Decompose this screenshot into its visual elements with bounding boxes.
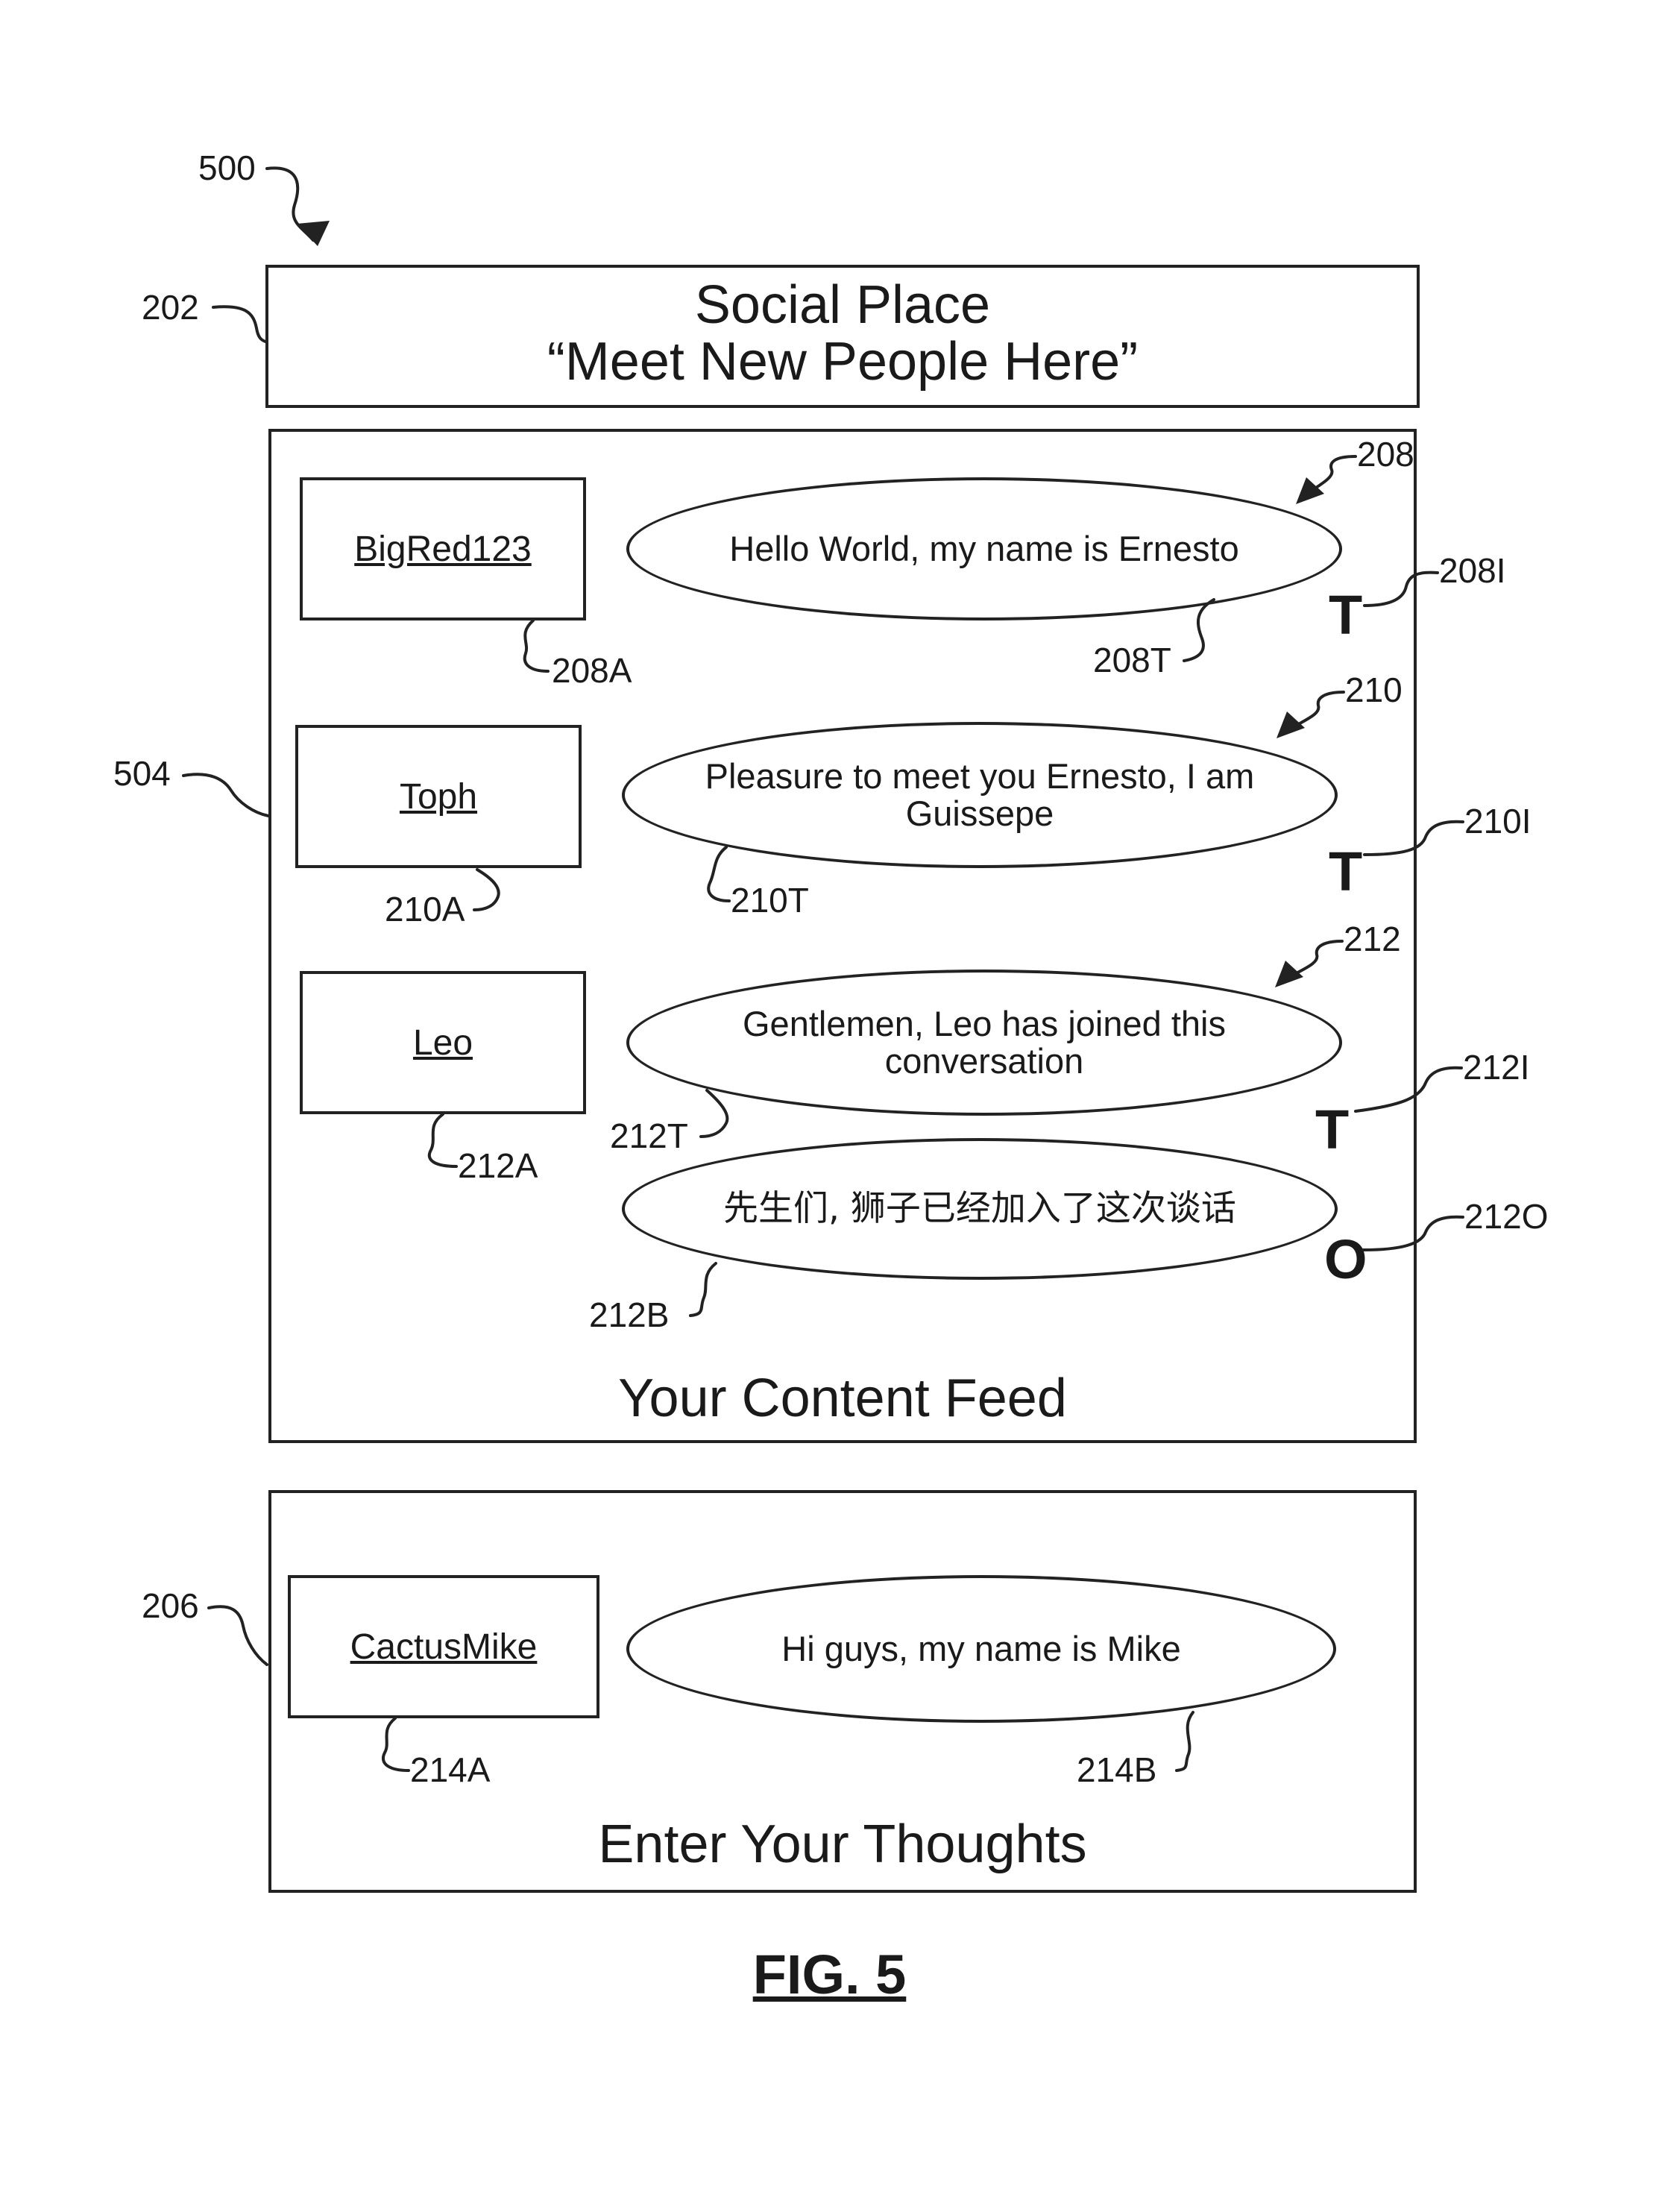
ref-208t: 208T: [1093, 641, 1171, 679]
ref-210: 210: [1345, 671, 1403, 708]
user-box-cactusmike[interactable]: CactusMike: [288, 1575, 599, 1718]
ref-212: 212: [1344, 920, 1401, 958]
ref-214a: 214A: [410, 1751, 490, 1788]
message-bubble-208: Hello World, my name is Ernesto: [626, 477, 1342, 620]
compose-message-bubble[interactable]: Hi guys, my name is Mike: [626, 1575, 1336, 1723]
message-bubble-210: Pleasure to meet you Ernesto, I am Guiss…: [622, 722, 1338, 868]
input-panel-caption: Enter Your Thoughts: [271, 1814, 1414, 1875]
message-bubble-212: Gentlemen, Leo has joined this conversat…: [626, 970, 1342, 1116]
translation-indicator-210i: T: [1329, 844, 1362, 899]
ref-208a: 208A: [552, 652, 632, 689]
original-indicator-212o: O: [1324, 1232, 1367, 1287]
ref-208i: 208I: [1439, 552, 1506, 589]
ref-212i: 212I: [1463, 1049, 1530, 1086]
user-box-toph[interactable]: Toph: [295, 725, 582, 868]
header-title: Social Place: [268, 277, 1417, 333]
translation-indicator-208i: T: [1329, 588, 1362, 643]
ref-500: 500: [198, 149, 256, 186]
header-box: Social Place “Meet New People Here”: [265, 265, 1420, 408]
translated-message-bubble-212b: 先生们, 狮子已经加入了这次谈话: [622, 1138, 1338, 1280]
ref-212b: 212B: [589, 1296, 669, 1333]
ref-210a: 210A: [385, 890, 465, 928]
ref-210t: 210T: [731, 882, 809, 919]
ref-212a: 212A: [458, 1147, 538, 1184]
ref-208: 208: [1357, 436, 1414, 473]
ref-504: 504: [113, 755, 171, 792]
ref-214b: 214B: [1077, 1751, 1156, 1788]
content-feed-caption: Your Content Feed: [271, 1368, 1414, 1429]
ref-206: 206: [142, 1587, 199, 1624]
ref-202: 202: [142, 289, 199, 326]
ref-210i: 210I: [1464, 802, 1531, 840]
header-subtitle: “Meet New People Here”: [268, 333, 1417, 390]
ref-212o: 212O: [1464, 1198, 1549, 1235]
ref-212t: 212T: [610, 1117, 688, 1154]
figure-label: FIG. 5: [0, 1943, 1659, 2006]
user-box-leo[interactable]: Leo: [300, 971, 586, 1114]
user-box-bigred123[interactable]: BigRed123: [300, 477, 586, 620]
translation-indicator-212i: T: [1315, 1102, 1349, 1157]
